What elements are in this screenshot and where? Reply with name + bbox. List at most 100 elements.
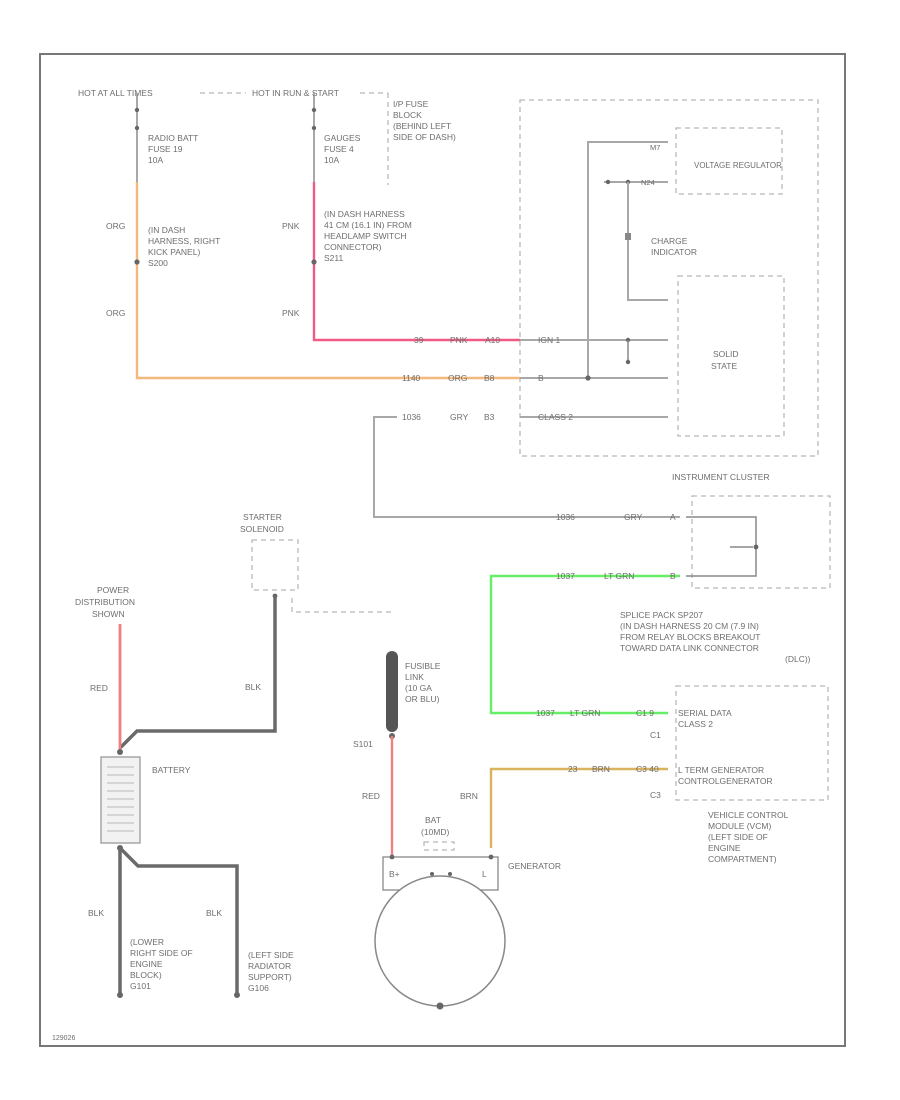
svg-text:ENGINE: ENGINE	[130, 959, 163, 969]
ign-term: IGN 1	[538, 335, 560, 345]
battery-body	[100, 756, 141, 844]
brn-l-terminal-wire	[489, 767, 668, 848]
svg-text:(BEHIND LEFT: (BEHIND LEFT	[393, 121, 451, 131]
splice-grn-color: LT GRN	[604, 571, 634, 581]
ip-fuse-block-label: I/P FUSE BLOCK (BEHIND LEFT SIDE OF DASH…	[393, 99, 456, 142]
svg-text:G106: G106	[248, 983, 269, 993]
ign-pin: A10	[485, 335, 500, 345]
blk-ground-left-label: BLK	[88, 908, 104, 918]
svg-text:VEHICLE CONTROL: VEHICLE CONTROL	[708, 810, 789, 820]
gauges-fuse-label: GAUGES FUSE 4 10A	[324, 133, 361, 165]
svg-text:(LEFT SIDE OF: (LEFT SIDE OF	[708, 832, 768, 842]
blk-ground-right-label: BLK	[206, 908, 222, 918]
svg-text:BLOCK: BLOCK	[393, 110, 422, 120]
svg-text:L TERM GENERATOR: L TERM GENERATOR	[678, 765, 764, 775]
brn-label: BRN	[460, 791, 478, 801]
svg-text:CHARGE: CHARGE	[651, 236, 688, 246]
solid-state-label: SOLID STATE	[711, 349, 739, 371]
svg-text:(IN DASH HARNESS: (IN DASH HARNESS	[324, 209, 405, 219]
splice-grn-circuit: 1037	[556, 571, 575, 581]
splice-gry-color: GRY	[624, 512, 643, 522]
pnk-wire	[312, 182, 520, 342]
ign-circuit: 39	[414, 335, 424, 345]
vcm-l-pin: C3 40	[636, 764, 659, 774]
svg-text:SIDE OF DASH): SIDE OF DASH)	[393, 132, 456, 142]
svg-text:DISTRIBUTION: DISTRIBUTION	[75, 597, 135, 607]
radio-batt-fuse-label: RADIO BATT FUSE 19 10A	[148, 133, 198, 165]
generator-label: GENERATOR	[508, 861, 561, 871]
svg-text:COMPARTMENT): COMPARTMENT)	[708, 854, 777, 864]
svg-text:FUSE 19: FUSE 19	[148, 144, 183, 154]
ign-color: PNK	[450, 335, 468, 345]
svg-text:(IN DASH HARNESS 20 CM (7.9 IN: (IN DASH HARNESS 20 CM (7.9 IN)	[620, 621, 759, 631]
class2-pin: B3	[484, 412, 495, 422]
svg-text:GAUGES: GAUGES	[324, 133, 361, 143]
svg-text:RADIATOR: RADIATOR	[248, 961, 291, 971]
pnk-label-2: PNK	[282, 308, 300, 318]
cluster-feed-line	[587, 141, 668, 378]
svg-text:STARTER: STARTER	[243, 512, 282, 522]
splice-grn-pin: B	[670, 571, 676, 581]
splice-gry-circuit: 1036	[556, 512, 575, 522]
starter-solenoid-box	[251, 539, 299, 591]
solid-state-box	[677, 275, 785, 437]
svg-text:HEADLAMP SWITCH: HEADLAMP SWITCH	[324, 231, 407, 241]
svg-text:I/P FUSE: I/P FUSE	[393, 99, 429, 109]
batt-pin: B8	[484, 373, 495, 383]
gen-terminal-l: L	[482, 869, 487, 879]
svg-text:BAT: BAT	[425, 815, 441, 825]
svg-text:(10MD): (10MD)	[421, 827, 450, 837]
org-label-2: ORG	[106, 308, 125, 318]
svg-text:RADIO BATT: RADIO BATT	[148, 133, 198, 143]
red-generator-label: RED	[362, 791, 380, 801]
voltage-regulator-label: VOLTAGE REGULATOR	[694, 161, 782, 170]
svg-text:OR BLU): OR BLU)	[405, 694, 440, 704]
svg-text:FUSE 4: FUSE 4	[324, 144, 354, 154]
svg-text:S200: S200	[148, 258, 168, 268]
svg-text:SHOWN: SHOWN	[92, 609, 125, 619]
vcm-c1-label: C1	[650, 730, 661, 740]
svg-text:ENGINE: ENGINE	[708, 843, 741, 853]
svg-text:SPLICE PACK SP207: SPLICE PACK SP207	[620, 610, 703, 620]
vcm-l-term-label: L TERM GENERATOR CONTROLGENERATOR	[678, 765, 773, 786]
svg-text:HARNESS, RIGHT: HARNESS, RIGHT	[148, 236, 220, 246]
starter-solenoid-label: STARTER SOLENOID	[240, 512, 284, 534]
vcm-module-label: VEHICLE CONTROL MODULE (VCM) (LEFT SIDE …	[708, 810, 789, 864]
svg-text:10A: 10A	[148, 155, 163, 165]
svg-text:TOWARD DATA LINK CONNECTOR: TOWARD DATA LINK CONNECTOR	[620, 643, 759, 653]
svg-text:10A: 10A	[324, 155, 339, 165]
svg-text:BLOCK): BLOCK)	[130, 970, 162, 980]
svg-text:STATE: STATE	[711, 361, 737, 371]
pin-m7-label: M7	[650, 143, 660, 152]
svg-text:LINK: LINK	[405, 672, 424, 682]
blk-ground-wire-right	[118, 846, 239, 995]
hot-at-all-times-label: HOT AT ALL TIMES	[78, 88, 153, 98]
vcm-l-circuit: 23	[568, 764, 578, 774]
charge-indicator-lamp	[625, 233, 631, 240]
class2-term: CLASS 2	[538, 412, 573, 422]
class2-color: GRY	[450, 412, 469, 422]
svg-text:SERIAL DATA: SERIAL DATA	[678, 708, 732, 718]
bat-terminal-bracket	[423, 841, 455, 851]
svg-text:S211: S211	[324, 253, 343, 263]
svg-text:(10 GA: (10 GA	[405, 683, 432, 693]
batt-term: B	[538, 373, 544, 383]
svg-text:CONTROLGENERATOR: CONTROLGENERATOR	[678, 776, 773, 786]
voltage-regulator-box	[675, 127, 783, 195]
charge-indicator-label: CHARGE INDICATOR	[651, 236, 697, 257]
blk-starter-label: BLK	[245, 682, 261, 692]
hot-in-run-start-label: HOT IN RUN & START	[252, 88, 339, 98]
gry-class2-wire	[373, 416, 680, 518]
vcm-l-color: BRN	[592, 764, 610, 774]
indicator-line	[627, 182, 668, 301]
svg-text:POWER: POWER	[97, 585, 129, 595]
svg-text:FROM RELAY BLOCKS BREAKOUT: FROM RELAY BLOCKS BREAKOUT	[620, 632, 760, 642]
pnk-label-1: PNK	[282, 221, 300, 231]
instrument-cluster-outline	[519, 99, 819, 457]
vcm-serial-circuit: 1037	[536, 708, 555, 718]
battery-label: BATTERY	[152, 765, 191, 775]
vcm-serial-pin: C1 9	[636, 708, 654, 718]
bat-terminal-label: BAT (10MD)	[421, 815, 450, 837]
org-wire	[135, 182, 520, 380]
svg-text:RIGHT SIDE OF: RIGHT SIDE OF	[130, 948, 193, 958]
